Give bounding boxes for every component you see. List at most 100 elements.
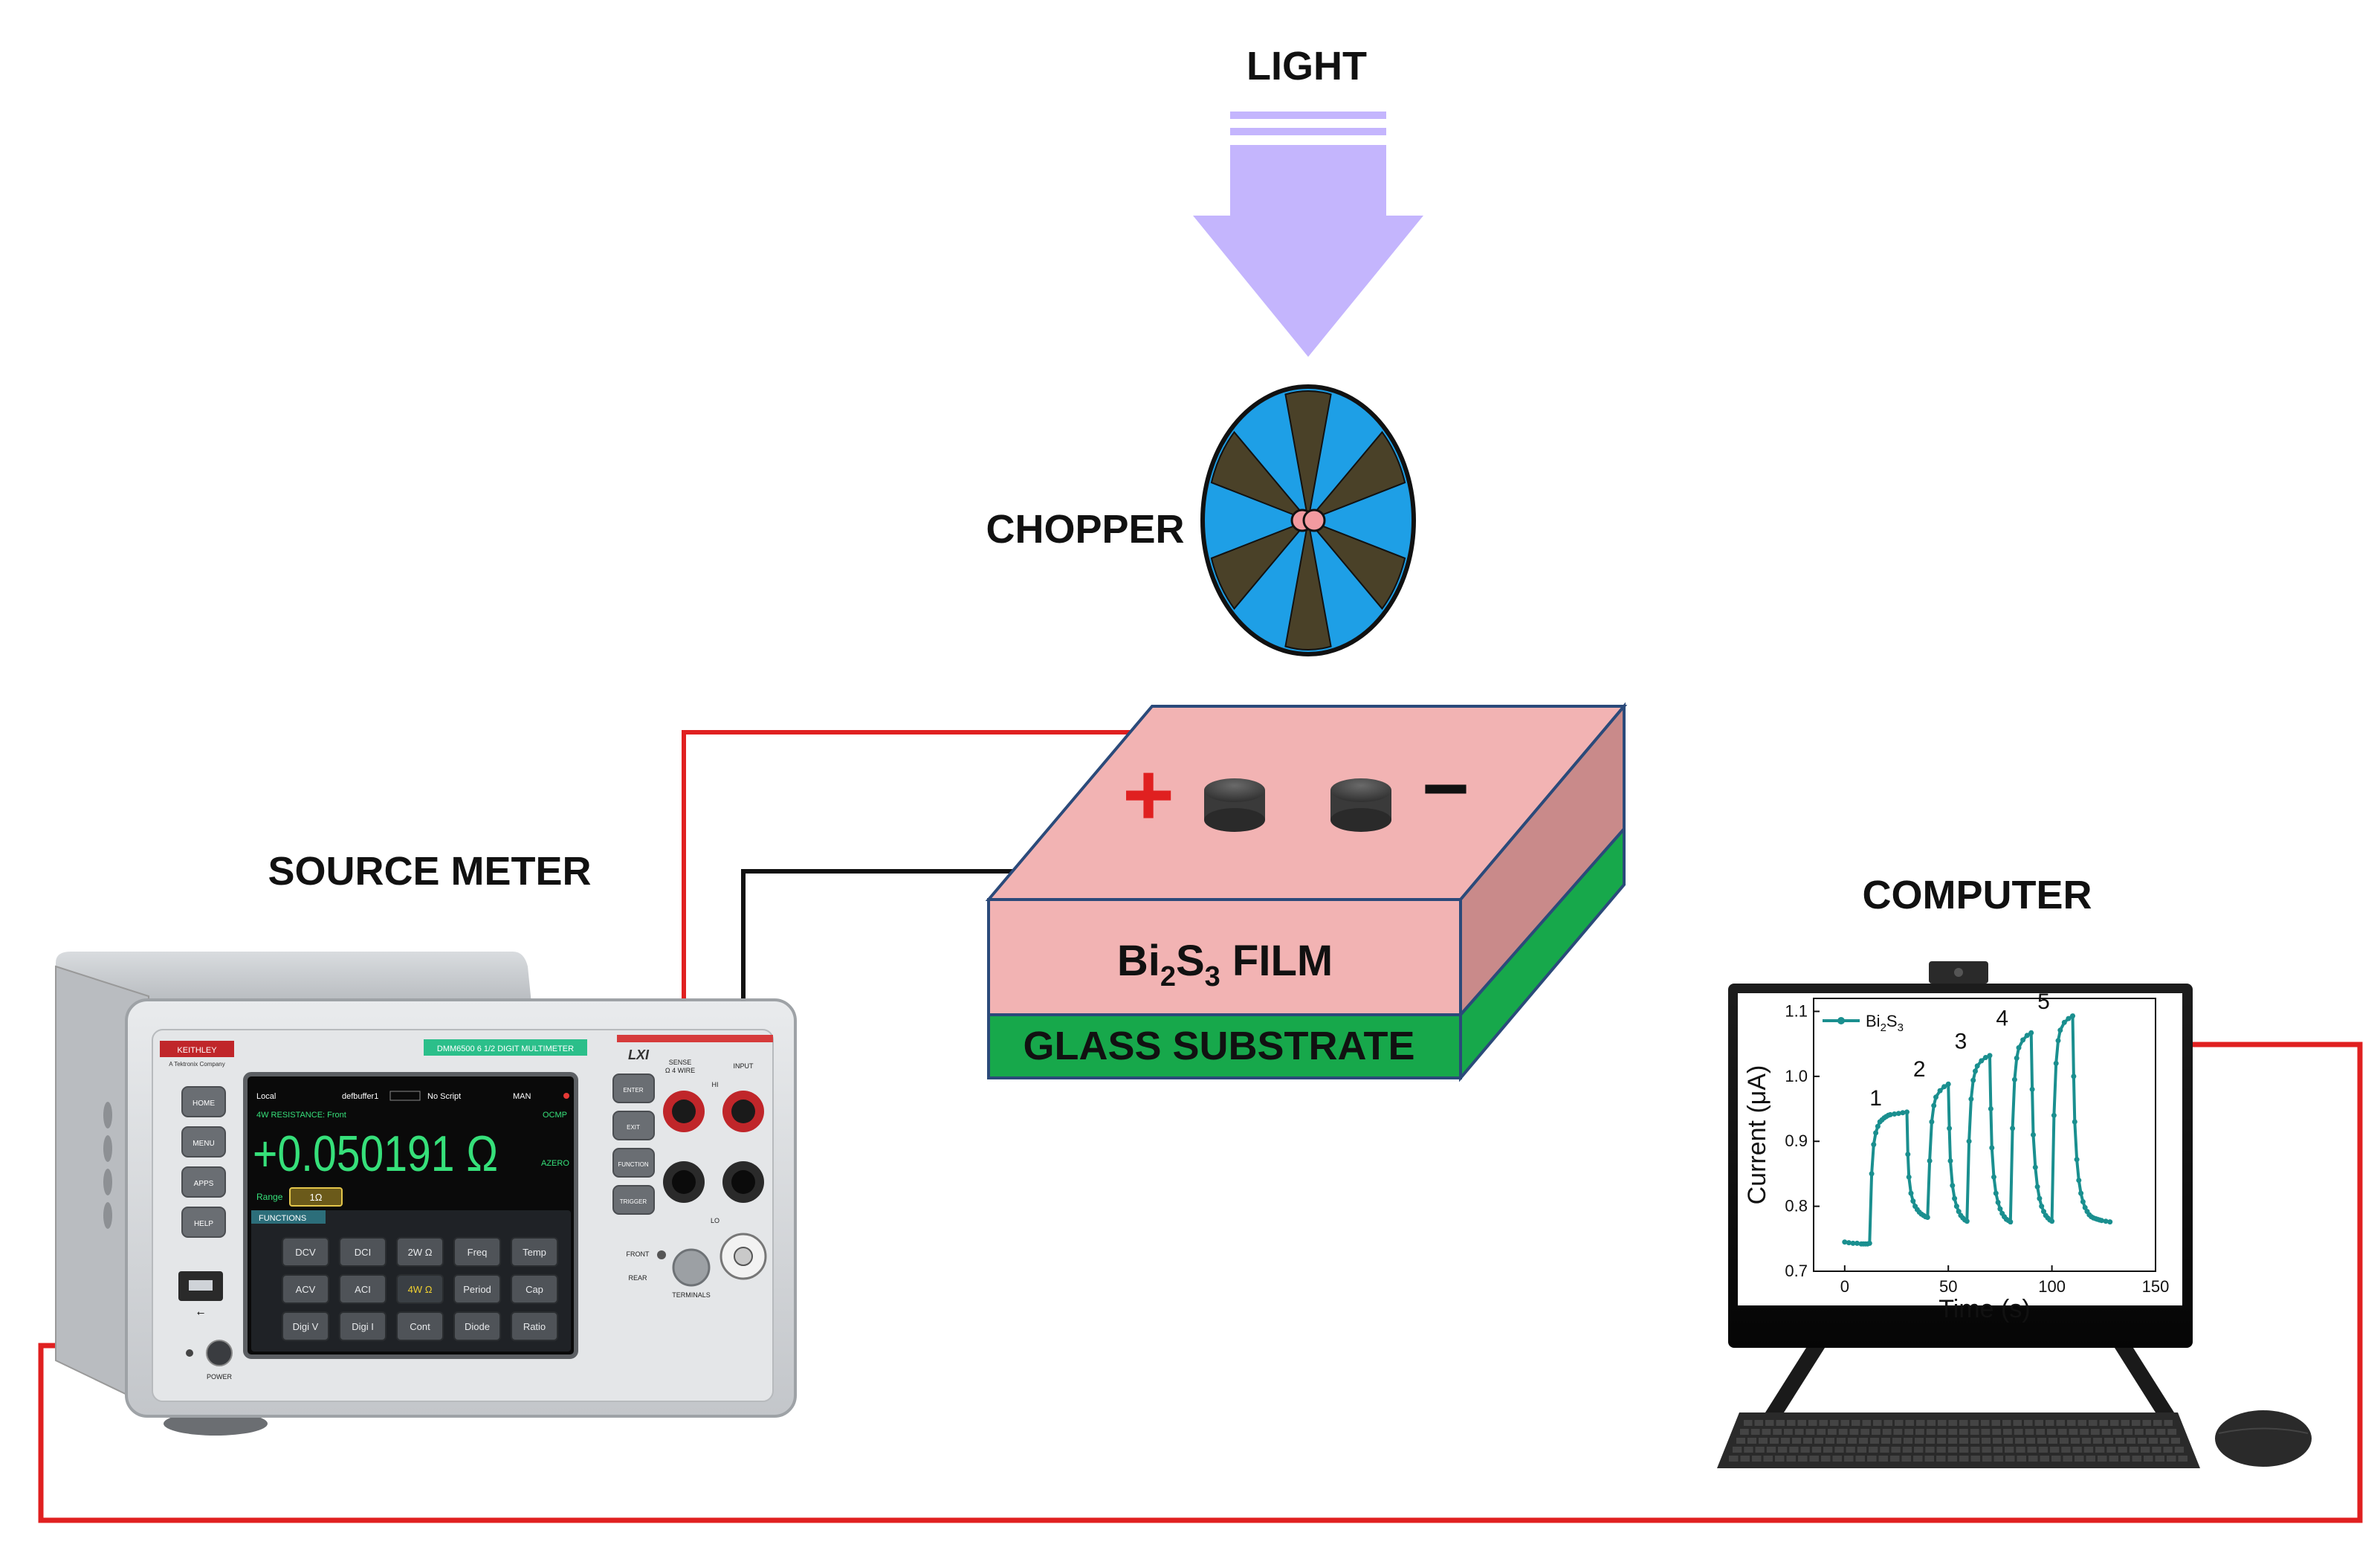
meter-right-button[interactable]	[612, 1185, 655, 1215]
meter-model-strip	[424, 1039, 587, 1056]
meter-function-key[interactable]	[511, 1311, 558, 1341]
meter-function-key[interactable]	[396, 1311, 444, 1341]
keyboard-key	[2124, 1429, 2133, 1435]
terminal-amps[interactable]	[720, 1233, 767, 1280]
plus-sign: +	[1122, 745, 1174, 845]
meter-side-button[interactable]	[181, 1126, 226, 1158]
keyboard-key	[1959, 1447, 1969, 1453]
terminal-sense-lo[interactable]	[663, 1161, 705, 1203]
chart-data-point	[1900, 1110, 1906, 1116]
chart-data-point	[1927, 1158, 1933, 1163]
keyboard-key	[1775, 1456, 1785, 1462]
meter-function-key[interactable]	[339, 1237, 387, 1267]
chart-data-point	[2020, 1037, 2026, 1043]
keyboard-key	[1752, 1456, 1762, 1462]
keyboard-key	[1846, 1447, 1855, 1453]
terminal-input-lo[interactable]	[722, 1161, 764, 1203]
chart-data-point	[2071, 1073, 2077, 1079]
keyboard-key	[1926, 1429, 1936, 1435]
meter-function-key[interactable]	[453, 1237, 501, 1267]
chart-xtick-label: 150	[2142, 1277, 2170, 1296]
keyboard-key	[1891, 1447, 1901, 1453]
meter-side-button-label: HOME	[193, 1100, 215, 1108]
meter-right-button[interactable]	[612, 1148, 655, 1178]
meter-side-button-label: APPS	[194, 1180, 214, 1188]
chart-xtick-label: 50	[1939, 1277, 1957, 1296]
chart-legend-label: Bi2S3	[1866, 1012, 1904, 1034]
chart-data-point	[2039, 1204, 2045, 1210]
keyboard-key	[1834, 1447, 1844, 1453]
keyboard-key	[1882, 1429, 1892, 1435]
meter-status-buffer: defbuffer1	[342, 1092, 378, 1101]
meter-function-key[interactable]	[511, 1274, 558, 1304]
meter-function-key-label: Period	[463, 1284, 491, 1295]
keyboard-key	[2101, 1429, 2111, 1435]
keyboard-key	[1733, 1447, 1742, 1453]
meter-function-key[interactable]	[396, 1274, 444, 1304]
meter-side-button[interactable]	[181, 1166, 226, 1198]
meter-function-key[interactable]	[339, 1274, 387, 1304]
keyboard-key	[2091, 1429, 2100, 1435]
keyboard-key	[2067, 1420, 2076, 1426]
keyboard-key	[1991, 1420, 2000, 1426]
meter-function-key[interactable]	[282, 1311, 329, 1341]
meter-function-key-label: Ratio	[523, 1321, 546, 1332]
keyboard-key	[1860, 1429, 1870, 1435]
chart-data-point	[2051, 1112, 2057, 1118]
meter-function-key[interactable]	[453, 1311, 501, 1341]
keyboard-key	[1750, 1429, 1760, 1435]
meter-side-button[interactable]	[181, 1207, 226, 1238]
meter-function-key[interactable]	[282, 1237, 329, 1267]
chart-data-point	[2099, 1218, 2104, 1224]
meter-function-key[interactable]	[453, 1274, 501, 1304]
chart-data-point	[1947, 1126, 1953, 1131]
meter-functions-tab[interactable]	[251, 1210, 326, 1224]
terminal-sense-hi-core	[672, 1100, 696, 1123]
keyboard-key	[2047, 1429, 2056, 1435]
chart-data-point	[1945, 1081, 1951, 1087]
chart-data-point	[2008, 1219, 2014, 1225]
chart-data-point	[2037, 1195, 2043, 1201]
terminal-sense-lo-core	[672, 1170, 696, 1194]
chart-data-point	[1842, 1239, 1848, 1245]
chart-data-point	[2032, 1164, 2038, 1170]
terminal-sense-hi[interactable]	[663, 1091, 705, 1132]
terminal-sense-sub: Ω 4 WIRE	[665, 1067, 695, 1074]
meter-side-button[interactable]	[181, 1086, 226, 1117]
keyboard-key	[2005, 1456, 2015, 1462]
keyboard-key	[2024, 1420, 2033, 1426]
keyboard-key	[1926, 1438, 1935, 1444]
keyboard-key	[1855, 1456, 1865, 1462]
keyboard-key	[2036, 1429, 2046, 1435]
terminal-input-hi[interactable]	[722, 1091, 764, 1132]
keyboard-key	[1947, 1447, 1958, 1453]
keyboard-key	[1803, 1438, 1812, 1444]
keyboard-key	[2153, 1420, 2162, 1426]
meter-function-key[interactable]	[339, 1311, 387, 1341]
chart-data-point	[2070, 1013, 2075, 1019]
keyboard-key	[1823, 1447, 1833, 1453]
keyboard-key	[2003, 1429, 2012, 1435]
keyboard-key	[2061, 1447, 2071, 1453]
meter-function-key[interactable]	[511, 1237, 558, 1267]
chart-data-point	[1997, 1206, 2003, 1212]
keyboard-key	[2109, 1456, 2118, 1462]
terminals-switch[interactable]	[672, 1248, 711, 1287]
meter-right-button[interactable]	[612, 1073, 655, 1103]
keyboard-key	[2115, 1438, 2124, 1444]
meter-function-key-label: Cap	[526, 1284, 543, 1295]
power-button[interactable]	[206, 1340, 233, 1366]
chart-data-point	[1987, 1053, 1993, 1059]
meter-range-box[interactable]	[289, 1187, 343, 1207]
keyboard-key	[1808, 1420, 1817, 1426]
keyboard[interactable]	[1717, 1412, 2200, 1468]
chart-data-point	[1993, 1190, 1999, 1196]
keyboard-key	[1936, 1456, 1946, 1462]
chart-data-point	[2082, 1204, 2088, 1210]
keyboard-key	[1947, 1456, 1957, 1462]
mouse[interactable]	[2215, 1410, 2312, 1467]
meter-function-key[interactable]	[396, 1237, 444, 1267]
meter-function-key[interactable]	[282, 1274, 329, 1304]
meter-right-button[interactable]	[612, 1111, 655, 1140]
